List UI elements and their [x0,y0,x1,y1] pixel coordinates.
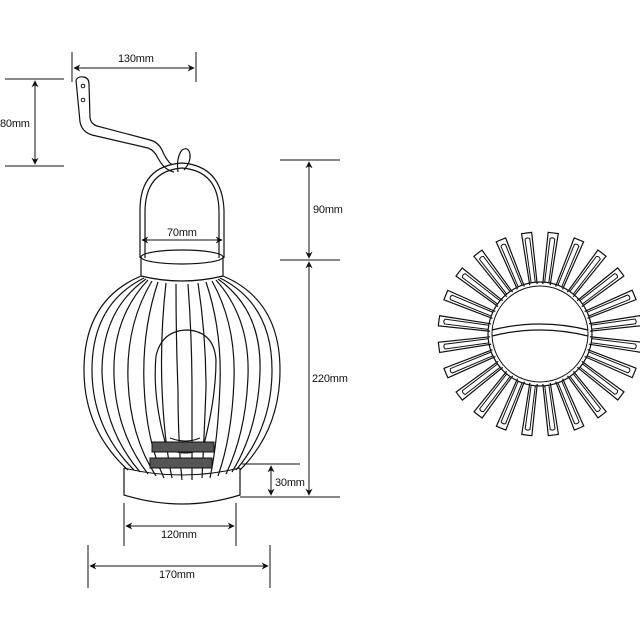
label-base-height: 30mm [275,477,305,489]
petal-loop [520,231,538,286]
petal-loop-inner [443,318,489,330]
petal-loop [455,267,504,308]
label-body-width: 170mm [159,569,195,581]
petal-loop-inner [544,385,556,431]
petal-loop-inner [479,373,511,413]
solar-panel [149,441,215,469]
petal-loop-inner [544,237,556,283]
petal-loop-inner [586,294,631,317]
petal-loop [584,289,637,319]
petal-loop-inner [569,373,601,413]
screw-hole-icon [80,83,86,89]
petal-loop [443,349,496,379]
petal-loop-inner [461,363,501,395]
petal-loop-inner [449,351,494,374]
label-bracket-width: 130mm [118,53,154,65]
handle [139,162,225,258]
petal-loop [576,267,625,308]
wall-bracket [75,76,191,173]
petal-loop [542,231,559,286]
petal-loop [455,360,504,401]
petal-loop-inner [500,381,523,425]
petal-loop [473,249,514,298]
petal-loop-inner [587,351,631,374]
petal-loop-inner [569,255,601,295]
dim-base-height [242,463,300,496]
petal-loop [495,378,525,431]
petal-loop-inner [449,294,493,317]
label-bracket-height: 80mm [0,118,30,130]
petal-loop [576,360,625,401]
petal-loop [473,370,514,419]
petal-loop-inner [524,385,536,431]
petal-loop [566,249,607,298]
petal-loop-inner [461,273,501,305]
petal-loop-inner [591,338,637,350]
label-base-width: 120mm [161,529,197,541]
screw-hole-icon [80,97,86,103]
dim-body-width [87,545,271,588]
dim-bracket-width [71,52,197,82]
petal-loop [495,237,525,290]
petal-loop-inner [500,243,523,288]
top-view [437,231,640,437]
petal-loop [521,382,538,437]
dim-bracket-height [5,78,64,167]
dim-base-width [123,503,237,546]
dim-handle-height [280,159,340,261]
dim-body-height [240,261,340,498]
top-collar [140,249,224,282]
petal-loop [437,315,492,332]
base [123,467,241,505]
petal-loop-inner [579,273,619,305]
petal-loop [555,237,585,290]
petal-loop [542,382,560,437]
petal-loop-inner [524,237,536,283]
label-handle-height: 90mm [313,204,343,216]
petal-loop [443,289,496,319]
petal-loop [555,378,585,431]
petal-loop-inner [557,243,580,287]
petal-loop-inner [591,318,637,330]
petal-loop-inner [443,338,489,350]
bulb [154,329,217,454]
petal-loop [566,370,607,419]
petal-loop-inner [557,380,580,425]
label-top-opening: 70mm [167,227,197,239]
petal-loop [437,336,492,354]
petal-loop [584,349,637,379]
petal-loop-inner [479,255,511,295]
petal-loop-inner [579,363,619,395]
wire-cage [83,275,281,481]
label-body-height: 220mm [312,373,348,385]
